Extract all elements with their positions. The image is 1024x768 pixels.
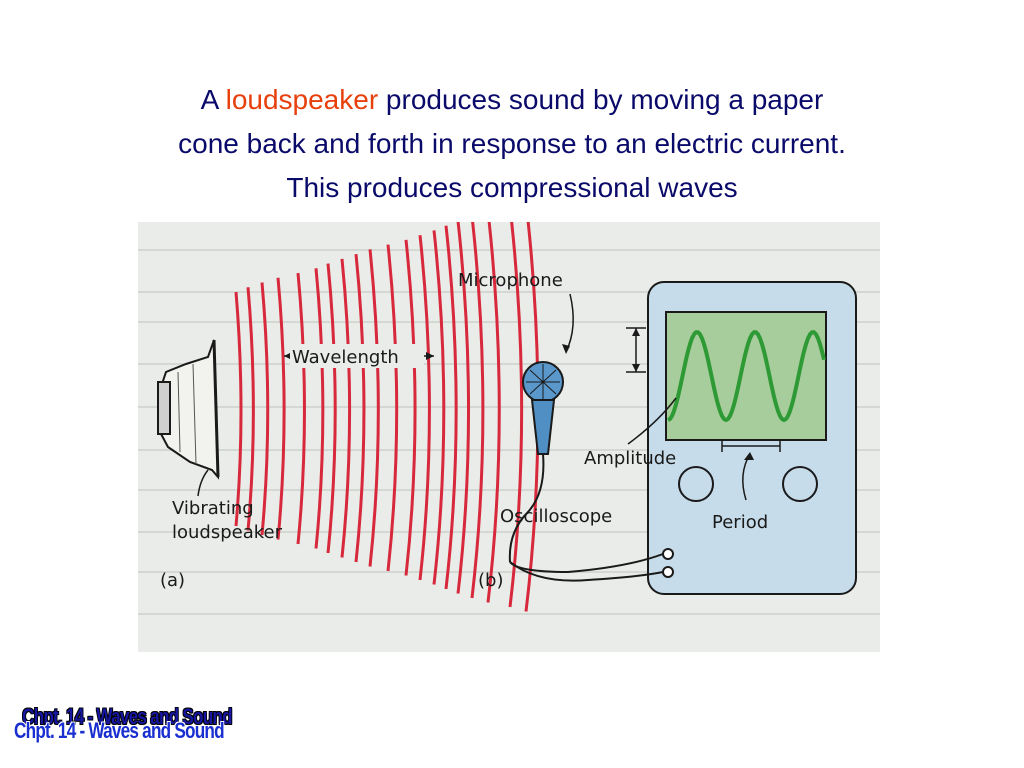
input-jack-1-icon (662, 548, 674, 560)
wave-arc (486, 222, 501, 603)
microphone-icon (508, 361, 564, 563)
wave-arc (246, 287, 255, 531)
wave-arc (368, 249, 380, 567)
loudspeaker-oscilloscope-figure: Wavelength Microphone (138, 222, 880, 652)
wave-arc (234, 291, 243, 527)
slide-title: A loudspeaker produces sound by moving a… (40, 78, 984, 210)
wave-arc (386, 244, 399, 572)
wave-arc (432, 230, 446, 585)
wave-arc (456, 222, 471, 594)
vibrating-label: Vibrating (172, 498, 254, 519)
input-jack-2-icon (662, 566, 674, 578)
oscilloscope-trace (667, 330, 826, 423)
wavelength-label: Wavelength (292, 347, 399, 368)
figure-svg: Wavelength Microphone (138, 222, 880, 615)
wave-arc (276, 277, 286, 540)
scope-cable (509, 553, 664, 574)
wavelength-label-bg (290, 344, 424, 368)
title-line1-pre: A (200, 84, 226, 115)
wave-arc (470, 222, 485, 599)
title-line2: cone back and forth in response to an el… (178, 128, 846, 159)
wave-arc (326, 263, 337, 554)
wave-arc (296, 272, 306, 545)
amplitude-label: Amplitude (584, 448, 676, 469)
wave-arc (260, 282, 270, 536)
footer-text-shadow: Chpt. 14 - Waves and Sound (22, 704, 233, 729)
period-arrow (721, 440, 781, 452)
loudspeaker-icon (157, 339, 220, 480)
microphone-label: Microphone (458, 270, 563, 291)
loudspeaker-label: loudspeaker (172, 522, 283, 543)
oscilloscope-label: Oscilloscope (500, 506, 612, 527)
oscilloscope-icon (647, 281, 857, 595)
knob-left-icon (678, 466, 714, 502)
part-b-label: (b) (478, 570, 503, 591)
footer-text: Chpt. 14 - Waves and Sound (14, 718, 225, 743)
period-label: Period (712, 512, 768, 533)
wave-arc (508, 222, 524, 608)
wave-arc (340, 258, 352, 558)
sound-waves (234, 222, 540, 612)
wave-arc (354, 253, 366, 563)
knob-right-icon (782, 466, 818, 502)
part-a-label: (a) (160, 570, 185, 591)
wave-arc (418, 234, 431, 581)
title-highlight-loudspeaker: loudspeaker (225, 84, 379, 115)
wave-arc (404, 239, 417, 576)
title-line3: This produces compressional waves (286, 172, 738, 203)
wave-arc (444, 225, 458, 590)
title-line1-post: produces sound by moving a paper (378, 84, 824, 115)
wave-arc (314, 268, 325, 549)
